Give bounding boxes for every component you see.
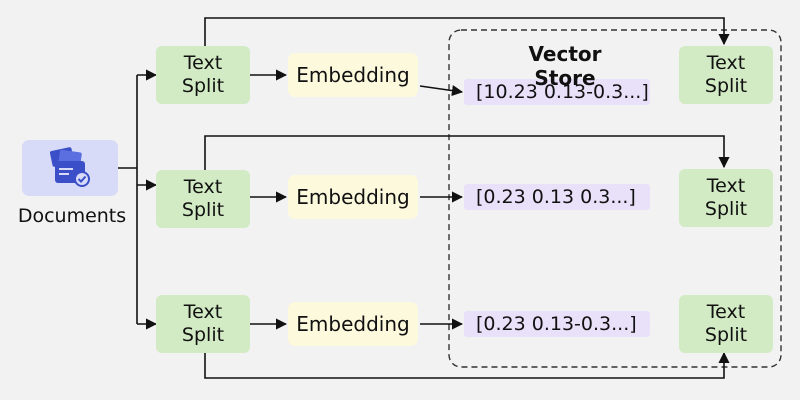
vector-store-title: Vector Store xyxy=(528,42,602,90)
embedding-node-3: Embedding xyxy=(288,302,418,346)
text-split-label-line1: Text xyxy=(183,176,223,198)
text-split-node-2: Text Split xyxy=(156,170,250,228)
documents-icon xyxy=(49,147,90,187)
text-split-node-1: Text Split xyxy=(156,46,250,104)
stored-text-split-node-2: Text Split xyxy=(679,169,773,227)
bypass-connector-3 xyxy=(204,351,730,379)
stored-text-split-label-line1: Text xyxy=(706,52,746,74)
vector-node-3: [0.23 0.13-0.3...] xyxy=(464,311,650,337)
arrow-embed-vector-1 xyxy=(419,85,464,97)
text-split-node-3: Text Split xyxy=(156,295,250,353)
stored-text-split-label-line2: Split xyxy=(704,198,748,220)
embedding-label: Embedding xyxy=(296,63,410,87)
bypass-connector-1 xyxy=(204,17,730,46)
vector-node-2: [0.23 0.13 0.3...] xyxy=(464,184,650,210)
stored-text-split-label-line1: Text xyxy=(706,301,746,323)
documents-node xyxy=(22,140,118,196)
vector-value: [0.23 0.13 0.3...] xyxy=(476,186,636,208)
text-split-label-line1: Text xyxy=(183,52,223,74)
documents-connector xyxy=(118,75,138,324)
embedding-label: Embedding xyxy=(296,312,410,336)
text-split-label-line1: Text xyxy=(183,301,223,323)
text-split-label-line2: Split xyxy=(181,75,225,97)
vector-value: [10.23 0.13-0.3...] xyxy=(476,81,649,103)
documents-label: Documents xyxy=(17,205,127,227)
text-split-label-line2: Split xyxy=(181,199,225,221)
vector-value: [0.23 0.13-0.3...] xyxy=(476,313,637,335)
stored-text-split-label-line1: Text xyxy=(706,175,746,197)
embedding-label: Embedding xyxy=(296,185,410,209)
vector-node-1: [10.23 0.13-0.3...] xyxy=(464,79,650,105)
stored-text-split-node-3: Text Split xyxy=(679,295,773,353)
stored-text-split-node-1: Text Split xyxy=(679,46,773,104)
bypass-connector-2 xyxy=(204,135,730,170)
embedding-node-1: Embedding xyxy=(288,53,418,97)
stored-text-split-label-line2: Split xyxy=(704,75,748,97)
stored-text-split-label-line2: Split xyxy=(704,324,748,346)
vector-store-boundary xyxy=(448,29,782,368)
embedding-node-2: Embedding xyxy=(288,175,418,219)
text-split-label-line2: Split xyxy=(181,324,225,346)
